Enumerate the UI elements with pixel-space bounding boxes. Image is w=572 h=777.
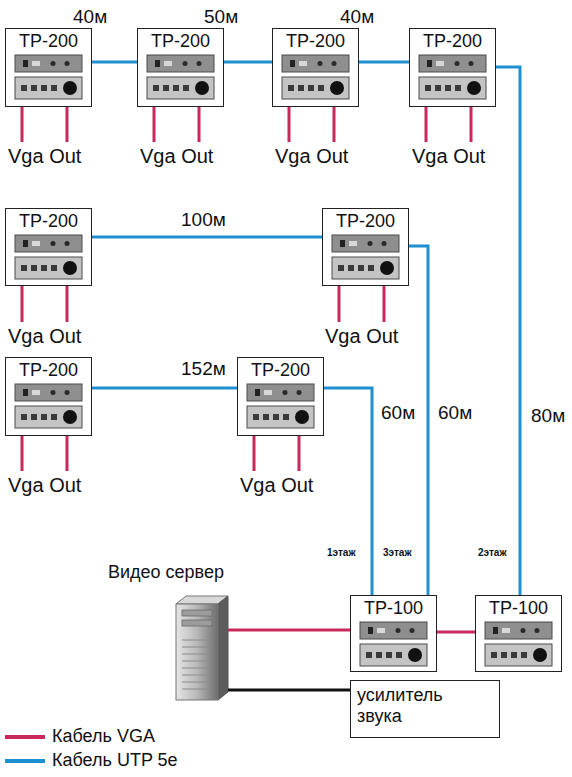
node-text: TP-200 — [273, 29, 358, 52]
vga-wire — [470, 107, 473, 142]
vga-wire — [288, 107, 291, 142]
device-box: TP-100 — [475, 595, 562, 672]
legend-text: Кабель UTP 5e — [52, 750, 178, 771]
vga-wire — [153, 107, 156, 142]
node-text: TP-200 — [6, 209, 91, 232]
vga-wire — [253, 436, 256, 471]
vga-wire — [198, 107, 201, 142]
port-label: Vga Out — [8, 474, 81, 496]
device-image — [15, 384, 82, 428]
device-box: TP-100 — [350, 595, 437, 672]
port-label: Vga Out — [240, 474, 313, 496]
server-node: Видео сервер — [108, 562, 228, 700]
port-label: Vga Out — [275, 145, 348, 167]
port-label: Vga Out — [140, 145, 213, 167]
cable-line — [228, 629, 350, 632]
cable-line — [224, 61, 272, 64]
server-tower — [176, 596, 228, 700]
node-text: TP-200 — [410, 29, 495, 52]
cable-line — [228, 689, 350, 692]
vga-wire — [333, 107, 336, 142]
floor-label: 2этаж — [478, 547, 507, 559]
floor-label: 3этаж — [383, 547, 412, 559]
node-text: TP-200 — [6, 29, 91, 52]
cable-line — [496, 67, 520, 595]
vga-wire — [66, 436, 69, 471]
cable-length: 40м — [72, 6, 108, 27]
device-image — [332, 235, 399, 279]
node-text: TP-200 — [6, 358, 91, 381]
node-text: TP-200 — [138, 29, 223, 52]
node-text: TP-100 — [351, 596, 436, 619]
cable-line — [324, 388, 372, 595]
vga-wire — [21, 286, 24, 322]
cable-length: 80м — [530, 405, 566, 426]
cable-line — [92, 61, 137, 64]
node-text: TP-100 — [476, 596, 561, 619]
vga-wire — [21, 436, 24, 471]
node-text: TP-200 — [323, 209, 408, 232]
cable-line — [92, 387, 237, 390]
device-box: TP-200 — [237, 357, 324, 436]
device-image — [15, 55, 82, 99]
device-box: TP-200 — [5, 357, 92, 436]
vga-wire — [298, 436, 301, 471]
cable-length: 50м — [203, 6, 239, 27]
device-box: TP-200 — [322, 208, 409, 286]
port-label: Vga Out — [325, 325, 398, 347]
device-box: TP-200 — [137, 28, 224, 107]
device-image — [282, 55, 349, 99]
device-image — [247, 384, 314, 428]
floor-label: 1этаж — [327, 547, 356, 559]
cable-length: 152м — [180, 358, 227, 379]
port-label: Vga Out — [8, 145, 81, 167]
cable-length: 60м — [437, 402, 473, 423]
vga-wire — [21, 107, 24, 142]
cable-length: 100м — [180, 209, 227, 230]
cable-line — [437, 631, 475, 634]
node-text: Видео сервер — [108, 562, 228, 583]
port-label: Vga Out — [412, 145, 485, 167]
vga-wire — [383, 286, 386, 322]
vga-wire — [338, 286, 341, 322]
device-box: TP-200 — [5, 208, 92, 286]
node-text: TP-200 — [238, 358, 323, 381]
device-box: TP-200 — [5, 28, 92, 107]
node-text: усилитель звука — [351, 681, 475, 731]
device-image — [419, 55, 486, 99]
legend-swatch — [5, 735, 45, 739]
device-box: TP-200 — [409, 28, 496, 107]
legend-text: Кабель VGA — [52, 726, 155, 747]
amplifier-box: усилитель звука — [350, 680, 500, 738]
cable-length: 40м — [339, 6, 375, 27]
device-image — [15, 235, 82, 279]
device-image — [485, 622, 552, 666]
cable-line — [359, 61, 409, 64]
legend-swatch — [5, 759, 45, 763]
vga-wire — [66, 107, 69, 142]
cable-length: 60м — [380, 402, 416, 423]
device-image — [360, 622, 427, 666]
vga-wire — [425, 107, 428, 142]
device-box: TP-200 — [272, 28, 359, 107]
port-label: Vga Out — [8, 325, 81, 347]
device-image — [147, 55, 214, 99]
cable-line — [92, 236, 322, 239]
vga-wire — [66, 286, 69, 322]
